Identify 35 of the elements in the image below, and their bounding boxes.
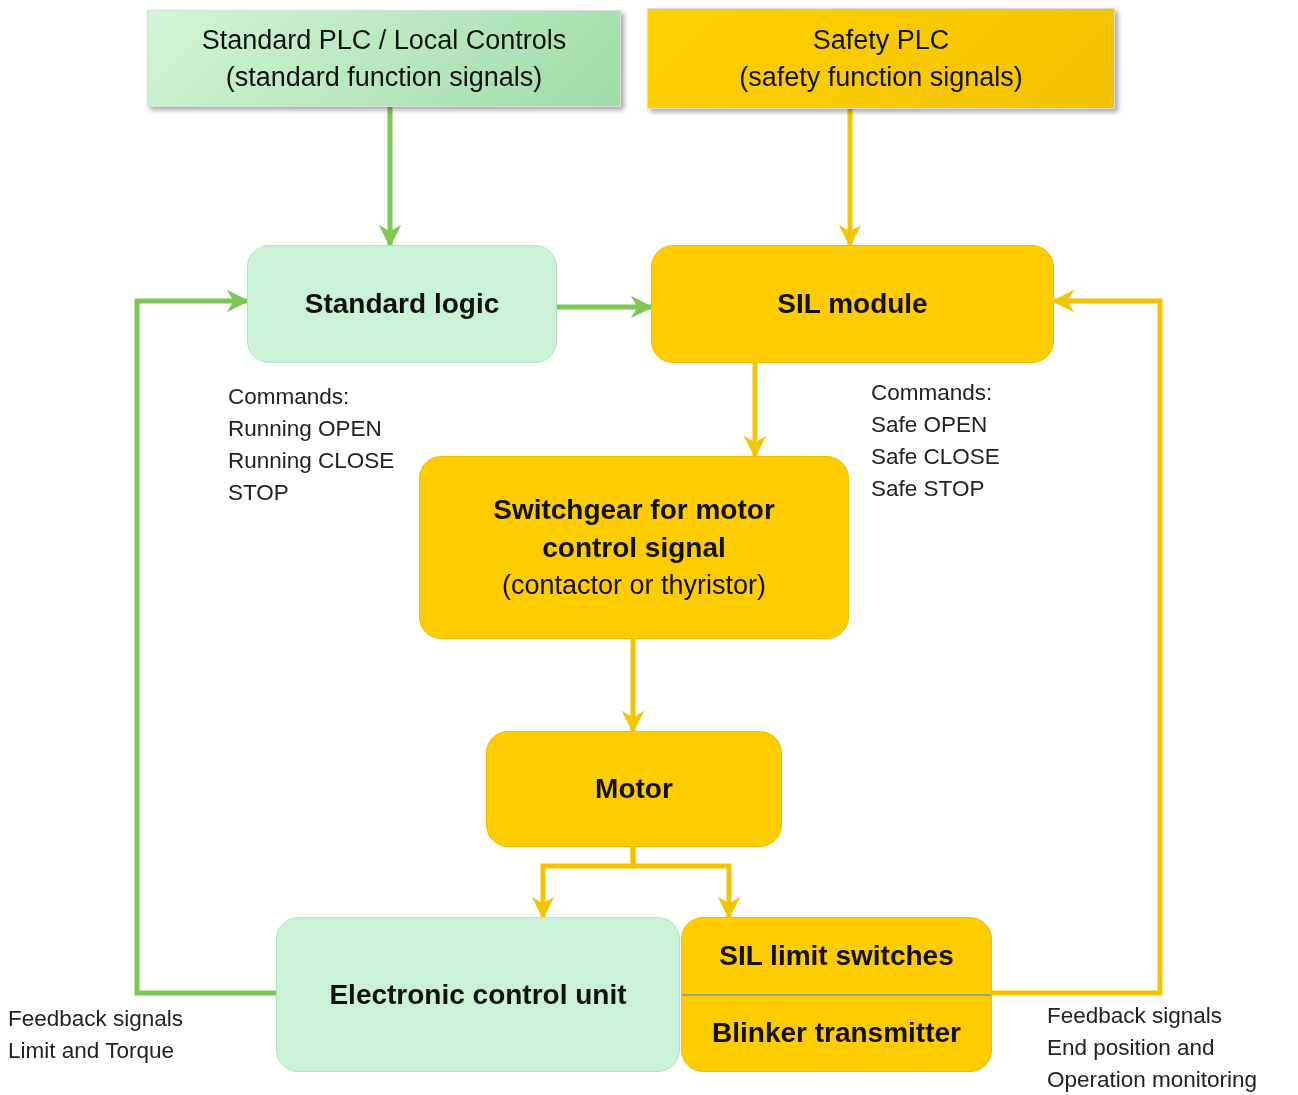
process-box xyxy=(486,731,782,847)
signal-note: Running OPEN xyxy=(228,416,382,442)
title: Electronic control unit xyxy=(328,977,628,1012)
signal-note: Commands: xyxy=(871,380,993,406)
title: Safety PLC xyxy=(811,24,951,58)
process-box xyxy=(651,245,1054,363)
signal-note: Safe STOP xyxy=(871,476,985,502)
arrow xyxy=(134,289,276,996)
title: Standard logic xyxy=(303,287,501,322)
signal-note: End position and xyxy=(1047,1035,1215,1061)
subtitle: (safety function signals) xyxy=(738,60,1024,94)
title: Standard PLC / Local Controls xyxy=(200,24,568,58)
signal-note: STOP xyxy=(228,480,289,506)
signal-note: Safe OPEN xyxy=(871,412,988,438)
controller-box xyxy=(147,10,621,107)
module-label: SIL limit switches xyxy=(718,938,955,973)
title: SIL module xyxy=(776,287,929,322)
signal-note: Feedback signals xyxy=(8,1006,184,1032)
signal-note: Feedback signals xyxy=(1047,1003,1223,1029)
process-box xyxy=(276,917,680,1072)
arrow xyxy=(992,289,1163,996)
process-box xyxy=(419,456,849,639)
title: Motor xyxy=(594,772,674,807)
title: Switchgear for motor control signal xyxy=(492,493,776,566)
signal-note: Operation monitoring xyxy=(1047,1067,1258,1093)
signal-note: Limit and Torque xyxy=(8,1038,174,1064)
signal-note: Safe CLOSE xyxy=(871,444,1000,470)
subtitle: (standard function signals) xyxy=(224,60,544,94)
process-box xyxy=(247,245,557,363)
signal-note: Commands: xyxy=(228,384,350,410)
signal-note: Running CLOSE xyxy=(228,448,395,474)
module-label: Blinker transmitter xyxy=(682,993,991,1071)
process-box xyxy=(681,917,992,1072)
controller-box xyxy=(647,8,1115,109)
subtitle: (contactor or thyristor) xyxy=(500,569,768,603)
